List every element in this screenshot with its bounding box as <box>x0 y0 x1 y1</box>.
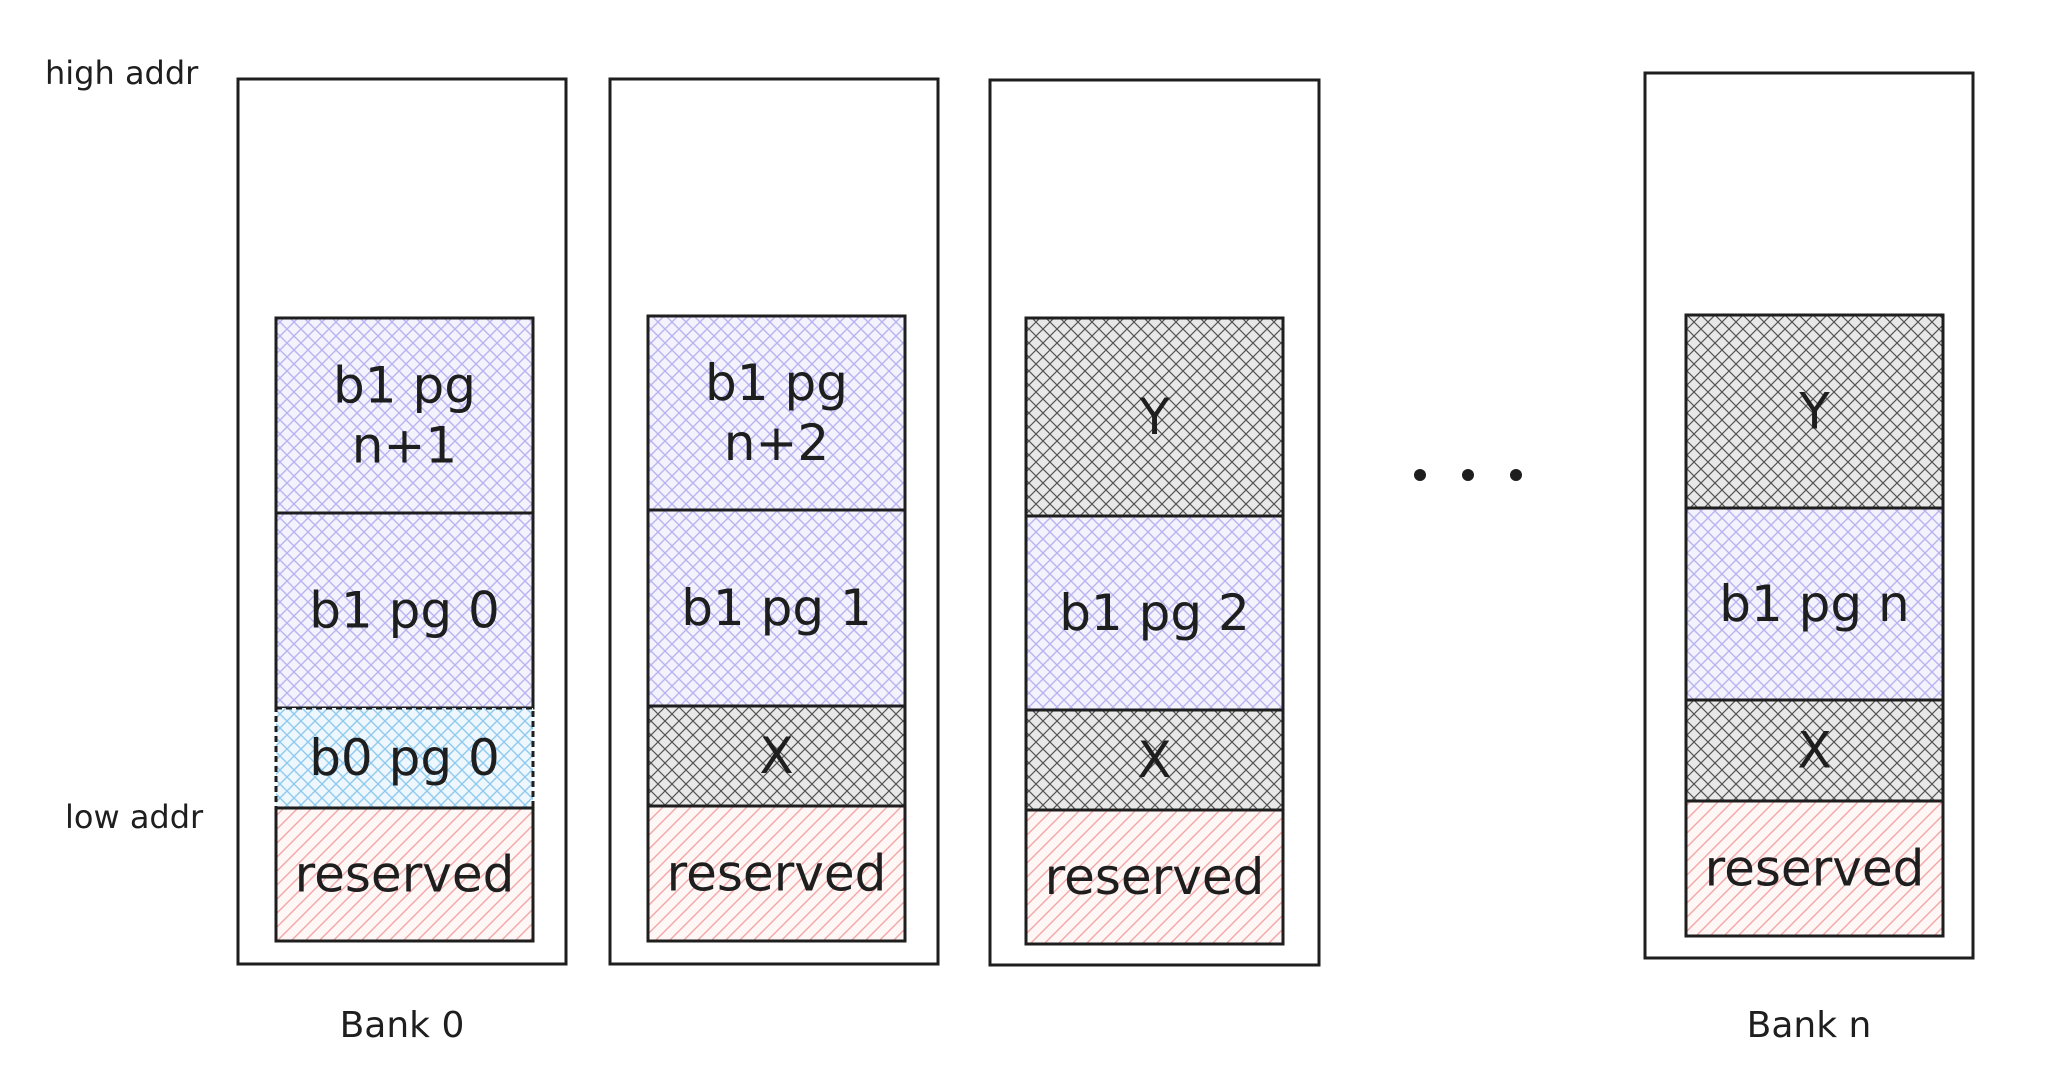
reserved-block <box>646 804 907 943</box>
xy-block <box>646 704 907 808</box>
reserved-block <box>1684 799 1945 938</box>
block-label: reserved <box>1705 840 1925 898</box>
bank-label: Bank n <box>1747 1005 1872 1046</box>
xy-block <box>1024 316 1285 518</box>
xy-block <box>1024 708 1285 812</box>
low-addr-label: low addr <box>65 798 204 836</box>
block-label: reserved <box>295 846 515 904</box>
high-addr-label: high addr <box>45 54 199 92</box>
block-label: X <box>1797 722 1831 780</box>
xy-block <box>1684 698 1945 803</box>
b0-block <box>274 706 535 810</box>
block-label: X <box>759 727 793 785</box>
b1-block <box>646 314 907 512</box>
block-label: b1 pg 0 <box>309 582 500 640</box>
block-label: Y <box>1798 383 1830 441</box>
b1-block <box>274 511 535 710</box>
block-label: b1 pg 1 <box>681 579 872 637</box>
block-label: reserved <box>667 845 887 903</box>
bank-label: Bank 0 <box>340 1005 465 1046</box>
ellipsis <box>1414 469 1522 481</box>
ellipsis-dot <box>1510 469 1522 481</box>
b1-block <box>274 316 535 515</box>
b1-block <box>1684 506 1945 702</box>
block-label: b1 pg <box>333 357 476 415</box>
block-label: b1 pg <box>705 354 848 412</box>
ellipsis-dot <box>1462 469 1474 481</box>
block-label: Y <box>1138 388 1170 446</box>
block-label: X <box>1137 731 1171 789</box>
b1-block <box>646 508 907 708</box>
block-label: b0 pg 0 <box>309 729 500 787</box>
reserved-block <box>1024 808 1285 946</box>
block-label: reserved <box>1045 848 1265 906</box>
ellipsis-dot <box>1414 469 1426 481</box>
reserved-block <box>274 806 535 943</box>
block-label: n+2 <box>724 414 829 472</box>
block-label: n+1 <box>352 417 457 475</box>
block-label: b1 pg 2 <box>1059 584 1250 642</box>
block-label: b1 pg n <box>1719 575 1910 633</box>
